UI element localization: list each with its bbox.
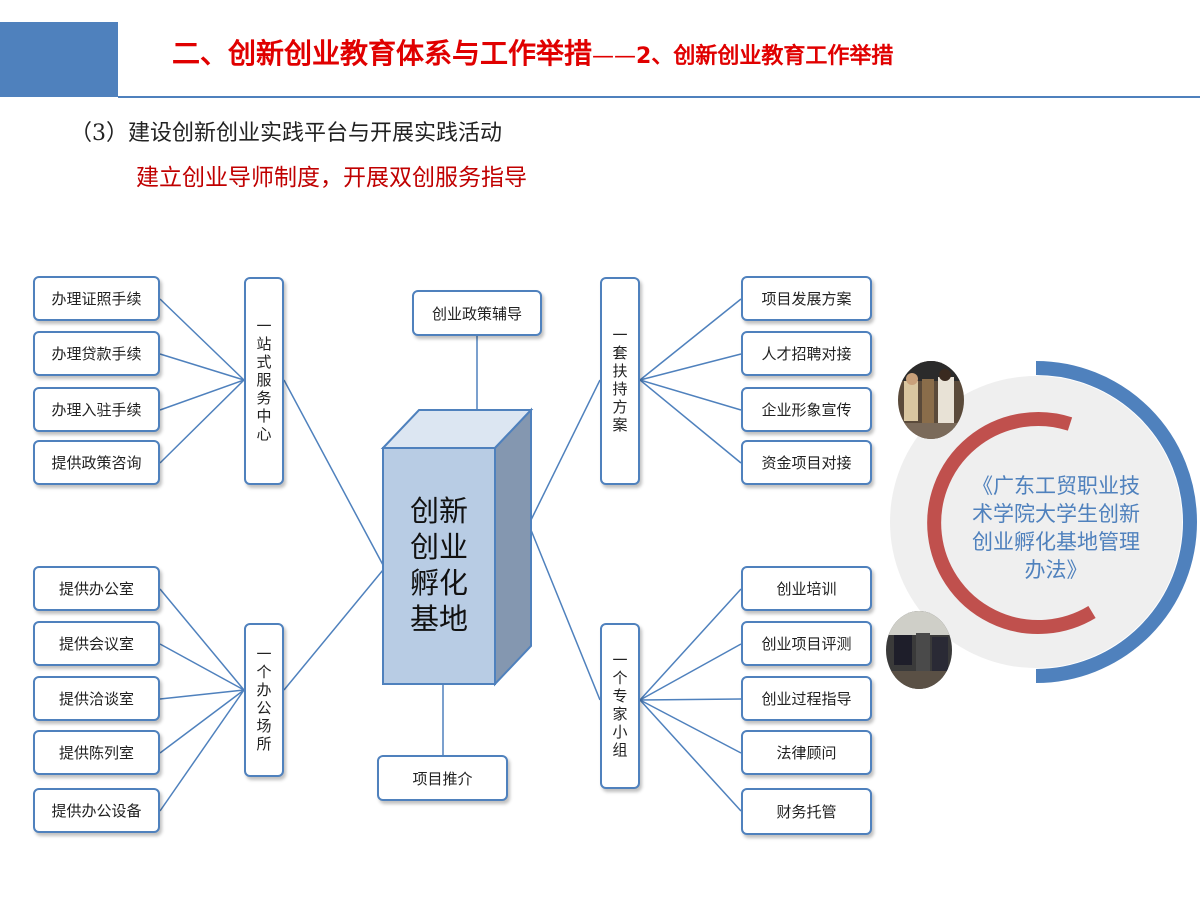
- connector-line: [639, 298, 742, 381]
- page-title-main: 二、创新创业教育体系与工作举措: [172, 37, 593, 70]
- item-office: 提供办公室: [33, 566, 160, 611]
- connector-line: [639, 588, 742, 701]
- node-policy-guidance: 创业政策辅导: [412, 290, 542, 336]
- item-legal-advisor: 法律顾问: [741, 730, 872, 775]
- item-office-equipment: 提供办公设备: [33, 788, 160, 833]
- connector-line: [159, 689, 245, 754]
- regulation-document-title: 《广东工贸职业技术学院大学生创新创业孵化基地管理办法》: [972, 474, 1140, 582]
- ring-red-arc: [927, 412, 1096, 634]
- connector-line: [283, 379, 384, 566]
- item-financial-custody: 财务托管: [741, 788, 872, 835]
- item-negotiation-room: 提供洽谈室: [33, 676, 160, 721]
- item-meeting-room: 提供会议室: [33, 621, 160, 666]
- connector-line: [159, 379, 245, 464]
- hub-label-line: 基地: [409, 602, 468, 636]
- group-expert-team: 一个专家小组: [600, 623, 640, 789]
- connector-line: [283, 569, 384, 691]
- item-talent-recruitment: 人才招聘对接: [741, 331, 872, 376]
- item-policy-consulting: 提供政策咨询: [33, 440, 160, 485]
- hub-label-line: 孵化: [409, 566, 468, 600]
- photo-bottom: [886, 611, 952, 689]
- hub-box-side: [494, 407, 532, 687]
- photo-top: [898, 361, 964, 439]
- item-business-license: 办理证照手续: [33, 276, 160, 321]
- page-title-sub: 2、创新创业教育工作举措: [636, 44, 894, 69]
- node-project-promotion: 项目推介: [377, 755, 508, 801]
- connector-line: [530, 529, 601, 701]
- hub-label-line: 创新: [409, 494, 468, 528]
- connector-line: [159, 379, 245, 411]
- hub-label-line: 创业: [409, 530, 468, 564]
- ring-blue-arc: [1035, 361, 1197, 683]
- item-loan-procedures: 办理贷款手续: [33, 331, 160, 376]
- connector-line: [639, 699, 742, 754]
- connector-line: [639, 699, 742, 812]
- page-title-dash: ——: [592, 44, 637, 69]
- item-exhibition-room: 提供陈列室: [33, 730, 160, 775]
- header-corner-block: [0, 22, 118, 97]
- section-heading: （3）建设创新创业实践平台与开展实践活动: [70, 121, 502, 146]
- photo-top-image: [898, 361, 964, 439]
- connector-line: [159, 588, 245, 691]
- connector-line: [159, 353, 245, 381]
- header-divider: [118, 96, 1200, 98]
- connector-line: [530, 379, 601, 521]
- hub-label: 创新 创业 孵化 基地: [384, 493, 494, 637]
- group-label: 一个专家小组: [610, 652, 629, 760]
- connector-line: [159, 298, 245, 381]
- connector-line: [159, 643, 245, 691]
- item-project-evaluation: 创业项目评测: [741, 621, 872, 666]
- connector-line: [639, 698, 742, 701]
- connector-line: [639, 379, 742, 411]
- connector-line: [639, 379, 742, 464]
- item-settle-in-procedures: 办理入驻手续: [33, 387, 160, 432]
- connector-line: [159, 689, 245, 700]
- photo-bottom-image: [886, 611, 952, 689]
- connector-line: [639, 643, 742, 701]
- group-label: 一个办公场所: [254, 646, 273, 754]
- group-support-plan: 一套扶持方案: [600, 277, 640, 485]
- page-title: 二、创新创业教育体系与工作举措——2、创新创业教育工作举措: [172, 34, 893, 78]
- item-funding-matching: 资金项目对接: [741, 440, 872, 485]
- group-label: 一站式服务中心: [254, 318, 273, 444]
- group-one-stop-service-center: 一站式服务中心: [244, 277, 284, 485]
- item-entrepreneurship-training: 创业培训: [741, 566, 872, 611]
- item-process-guidance: 创业过程指导: [741, 676, 872, 721]
- group-label: 一套扶持方案: [610, 327, 629, 435]
- connector-line: [159, 689, 245, 812]
- connector-line: [639, 353, 742, 381]
- group-office-space: 一个办公场所: [244, 623, 284, 777]
- section-subtitle: 建立创业导师制度，开展双创服务指导: [136, 165, 527, 191]
- item-project-development-plan: 项目发展方案: [741, 276, 872, 321]
- item-brand-promotion: 企业形象宣传: [741, 387, 872, 432]
- hub-box-front: [382, 447, 496, 685]
